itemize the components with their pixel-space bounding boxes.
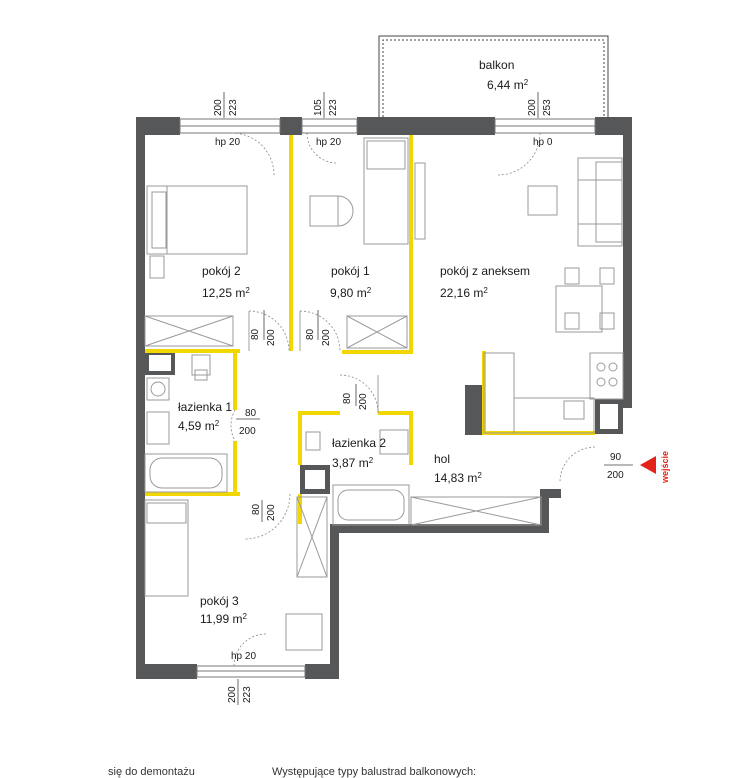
room-area-pokoj2: 12,25 m2 bbox=[202, 286, 250, 300]
exterior-walls bbox=[136, 117, 632, 679]
door-dim-lazienka1-width: 80 bbox=[245, 408, 257, 419]
dim-dividers bbox=[223, 92, 633, 705]
room-name-pokoj-z-aneksem: pokój z aneksem bbox=[440, 264, 531, 278]
entrance-label: wejście bbox=[660, 450, 670, 483]
room-area-pokoj-z-aneksem: 22,16 m2 bbox=[440, 286, 488, 300]
door-dim-entrance-width: 90 bbox=[610, 452, 622, 463]
door-dim-lazienka2-height: 200 bbox=[358, 393, 369, 410]
footer-right-text: Występujące typy balustrad balkonowych: bbox=[272, 766, 477, 778]
door-dim-pokoj2-width: 80 bbox=[250, 328, 261, 340]
furniture bbox=[144, 137, 624, 651]
room-area-lazienka1: 4,59 m2 bbox=[178, 419, 220, 433]
window-dim-pokoj1-height: 223 bbox=[328, 99, 339, 116]
room-area-pokoj1: 9,80 m2 bbox=[330, 286, 372, 300]
sill-height-balkon: hp 0 bbox=[533, 137, 553, 148]
window-dim-balkon-height: 253 bbox=[542, 99, 553, 116]
room-area-hol: 14,83 m2 bbox=[434, 471, 482, 485]
room-area-lazienka2: 3,87 m2 bbox=[332, 456, 374, 470]
door-swings bbox=[230, 132, 596, 667]
room-name-hol: hol bbox=[434, 452, 451, 466]
room-area-balkon: 6,44 m2 bbox=[487, 78, 529, 92]
room-name-pokoj1: pokój 1 bbox=[331, 264, 370, 278]
room-name-pokoj2: pokój 2 bbox=[202, 264, 241, 278]
window-dim-pokoj2-width: 200 bbox=[213, 99, 224, 116]
door-dim-pokoj3-height: 200 bbox=[266, 504, 277, 521]
door-dim-lazienka1-height: 200 bbox=[239, 426, 256, 437]
partition-walls bbox=[145, 135, 595, 524]
room-name-balkon: balkon bbox=[479, 58, 515, 72]
balcony bbox=[378, 35, 609, 117]
sill-height-pokoj2: hp 20 bbox=[215, 137, 241, 148]
window-dim-pokoj2-height: 223 bbox=[228, 99, 239, 116]
door-dim-pokoj2-height: 200 bbox=[266, 329, 277, 346]
window-dim-pokoj3-height: 223 bbox=[242, 686, 253, 703]
entrance-arrow bbox=[640, 456, 656, 474]
room-name-lazienka2: łazienka 2 bbox=[332, 436, 387, 450]
room-name-pokoj3: pokój 3 bbox=[200, 594, 239, 608]
room-area-pokoj3: 11,99 m2 bbox=[200, 612, 247, 626]
door-dim-lazienka2-width: 80 bbox=[342, 392, 353, 404]
window-dim-pokoj3-width: 200 bbox=[227, 686, 238, 703]
window-dim-pokoj1-width: 105 bbox=[313, 99, 324, 116]
window-dim-balkon-width: 200 bbox=[527, 99, 538, 116]
shafts bbox=[145, 351, 623, 494]
footer-left-text: się do demontażu bbox=[108, 766, 195, 778]
room-name-lazienka1: łazienka 1 bbox=[178, 400, 233, 414]
sill-height-pokoj1: hp 20 bbox=[316, 137, 342, 148]
windows bbox=[179, 118, 596, 678]
door-dim-entrance-height: 200 bbox=[607, 470, 624, 481]
sill-height-pokoj3: hp 20 bbox=[231, 651, 257, 662]
door-dim-pokoj1-width: 80 bbox=[305, 328, 316, 340]
door-dim-pokoj1-height: 200 bbox=[321, 329, 332, 346]
door-dim-pokoj3-width: 80 bbox=[251, 503, 262, 515]
